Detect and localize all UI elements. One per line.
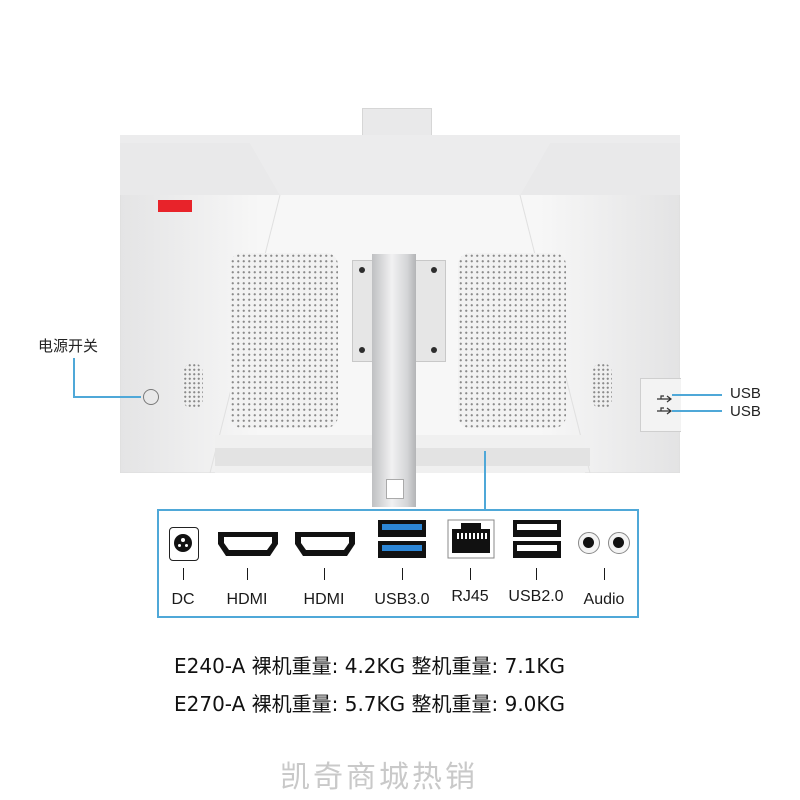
spec-line-e240: E240-A 裸机重量: 4.2KG 整机重量: 7.1KG [174,654,566,678]
port-tick [402,568,403,580]
power-callout-line [73,396,141,398]
dc-power-jack-icon [169,527,199,561]
port-label-hdmi-2: HDMI [303,591,345,608]
port-callout-line [484,451,486,509]
screw-icon [431,347,437,353]
usb-callout-line-bottom [672,410,722,412]
vent-grill-left [230,253,338,428]
usb2-port-icon [513,520,561,558]
usb-icon [657,395,672,415]
audio-jack-icon [608,532,630,554]
audio-jack-icon [578,532,600,554]
screw-icon [359,267,365,273]
port-label-usb2: USB2.0 [508,588,564,605]
port-label-dc: DC [171,591,195,608]
usb-callout-line-top [672,394,722,396]
port-tick [470,568,471,580]
power-callout-line [73,358,75,398]
port-tick [183,568,184,580]
port-panel: DC HDMI HDMI USB3.0 RJ45 USB2.0 Audio [157,509,639,618]
power-button-icon[interactable] [143,389,159,405]
usb-label-bottom: USB [730,403,761,420]
speaker-grill-right [592,363,612,409]
port-tick [247,568,248,580]
usb3-port-icon [378,520,426,558]
port-tick [324,568,325,580]
cable-hole [386,479,404,499]
port-label-audio: Audio [583,591,625,608]
screw-icon [359,347,365,353]
side-usb-block [640,378,681,432]
screw-icon [431,267,437,273]
stand-top-bracket [362,108,432,139]
vent-grill-right [458,253,566,428]
stand-neck [372,254,416,507]
rj45-port-icon [447,519,495,559]
power-switch-label: 电源开关 [38,337,99,355]
port-label-hdmi-1: HDMI [226,591,268,608]
spec-line-e270: E270-A 裸机重量: 5.7KG 整机重量: 9.0KG [174,692,566,716]
port-label-usb3: USB3.0 [374,591,430,608]
hdmi-port-icon [295,532,355,556]
speaker-grill-left [183,363,203,409]
port-tick [604,568,605,580]
port-tick [536,568,537,580]
store-watermark: 凯奇商城热销 [280,760,478,795]
brand-badge [158,200,192,212]
port-label-rj45: RJ45 [451,588,489,605]
hdmi-port-icon [218,532,278,556]
usb-label-top: USB [730,385,761,402]
